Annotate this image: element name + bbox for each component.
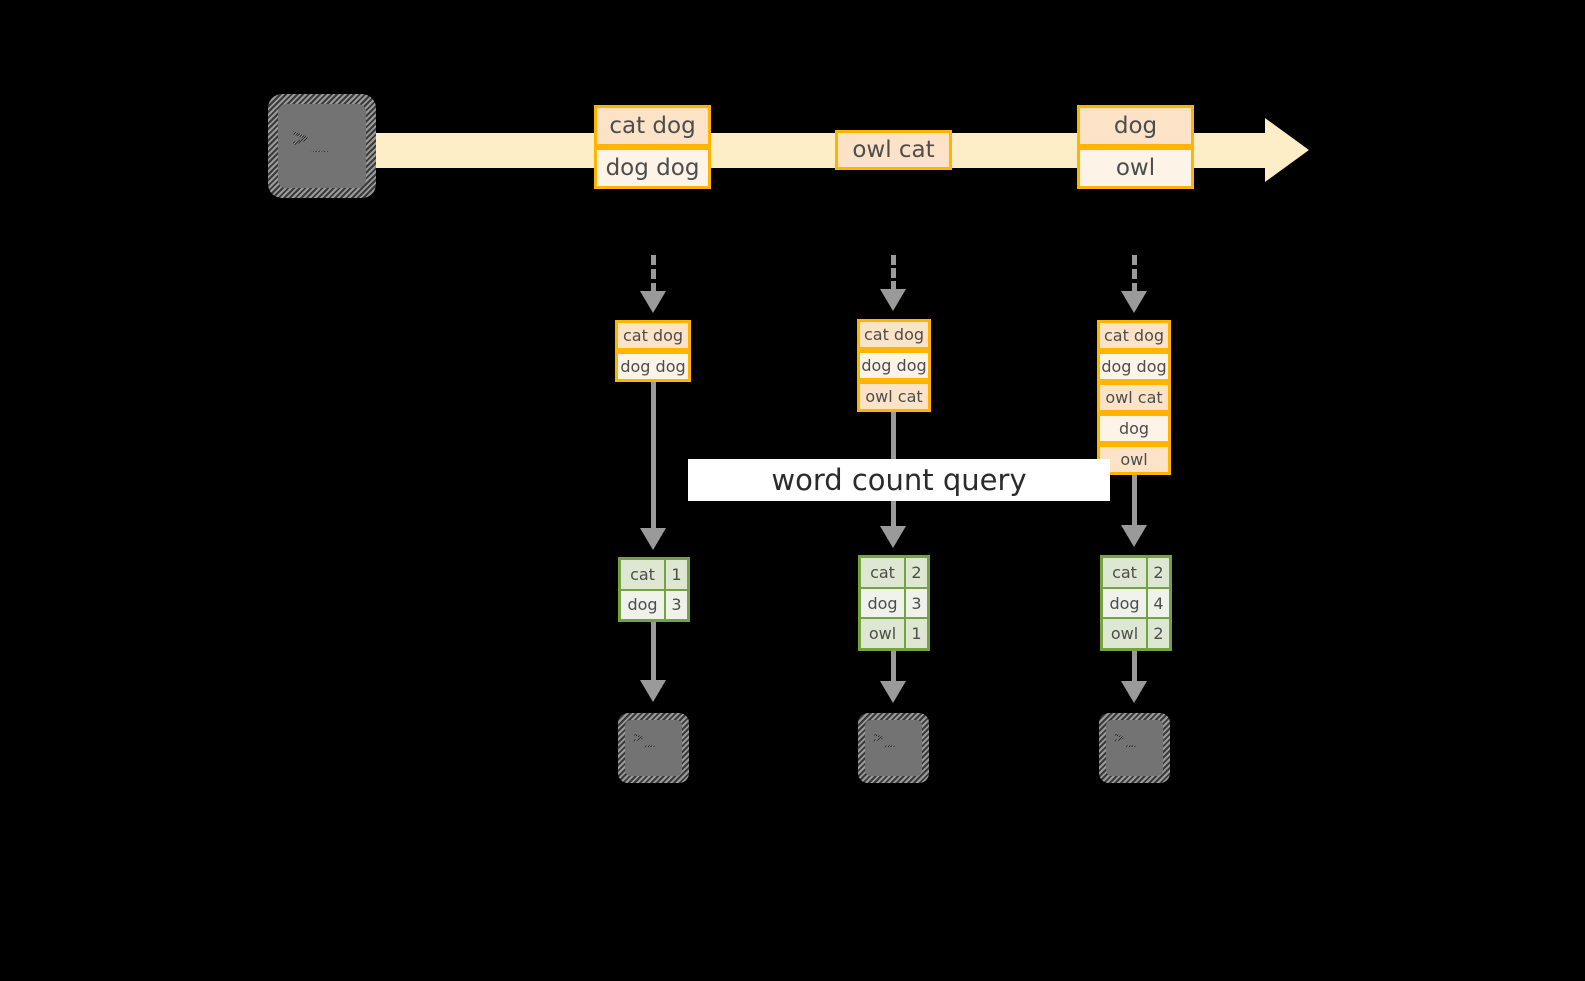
- table-cell-count: 3: [906, 588, 927, 618]
- snapshot-1-record-2: dog dog: [615, 351, 691, 382]
- query-3-arrowhead: [1121, 525, 1147, 547]
- table-row: dog 3: [861, 588, 927, 620]
- word-count-result-2: cat 2 dog 3 owl 1: [858, 555, 930, 651]
- stream-record-1-1: cat dog: [594, 105, 711, 147]
- terminal-screen: >_: [865, 720, 922, 776]
- table-row: dog 3: [621, 590, 687, 619]
- word-count-result-1: cat 1 dog 3: [618, 557, 690, 622]
- snapshot-3-record-1: cat dog: [1097, 320, 1171, 351]
- snapshot-2-arrowhead: [880, 289, 906, 311]
- table-row: cat 2: [1103, 558, 1169, 589]
- table-row: cat 1: [621, 560, 687, 591]
- query-2-arrowhead: [880, 526, 906, 548]
- snapshot-2-record-1: cat dog: [857, 319, 931, 350]
- table-row: owl 2: [1103, 619, 1169, 649]
- terminal-prompt-glyph: >_: [633, 728, 656, 748]
- terminal-prompt-glyph: >_: [873, 728, 896, 748]
- snapshot-3-record-3: owl cat: [1097, 382, 1171, 413]
- snapshot-1-arrowhead: [640, 291, 666, 313]
- event-stream-arrowhead: [1265, 118, 1309, 182]
- table-cell-word: dog: [621, 590, 666, 619]
- snapshot-3-dashed-shaft: [1132, 255, 1137, 293]
- terminal-prompt-glyph: >_: [292, 121, 330, 154]
- query-1-shaft: [651, 382, 656, 530]
- table-cell-word: dog: [1103, 588, 1148, 618]
- query-3-shaft: [1132, 475, 1137, 530]
- sink-1-shaft: [651, 622, 656, 682]
- table-cell-count: 4: [1148, 588, 1169, 618]
- sink-2-arrowhead: [880, 681, 906, 703]
- table-cell-word: cat: [1103, 558, 1148, 587]
- table-cell-count: 1: [666, 560, 687, 589]
- table-cell-word: owl: [861, 619, 906, 649]
- word-count-result-3: cat 2 dog 4 owl 2: [1100, 555, 1172, 651]
- table-row: owl 1: [861, 619, 927, 649]
- stream-record-2-1: owl cat: [835, 130, 952, 170]
- stream-record-3-1: dog: [1077, 105, 1194, 147]
- sink-2-shaft: [891, 651, 896, 683]
- snapshot-3-record-2: dog dog: [1097, 351, 1171, 382]
- terminal-screen: >_: [1106, 720, 1163, 776]
- table-row: cat 2: [861, 558, 927, 589]
- source-terminal-icon: >_: [268, 94, 376, 198]
- table-cell-count: 2: [1148, 619, 1169, 649]
- snapshot-3-record-4: dog: [1097, 413, 1171, 444]
- table-cell-word: cat: [621, 560, 666, 589]
- table-cell-word: dog: [861, 588, 906, 618]
- terminal-screen: >_: [625, 720, 682, 776]
- query-label-text: word count query: [771, 463, 1027, 497]
- sink-3-arrowhead: [1121, 681, 1147, 703]
- sink-1-arrowhead: [640, 680, 666, 702]
- table-row: dog 4: [1103, 588, 1169, 620]
- snapshot-1-record-1: cat dog: [615, 320, 691, 351]
- sink-terminal-icon-3: >_: [1099, 713, 1170, 783]
- query-label-band: word count query: [688, 459, 1110, 501]
- table-cell-count: 2: [1148, 558, 1169, 587]
- query-1-arrowhead: [640, 528, 666, 550]
- sink-terminal-icon-1: >_: [618, 713, 689, 783]
- table-cell-count: 3: [666, 590, 687, 619]
- terminal-prompt-glyph: >_: [1114, 728, 1137, 748]
- snapshot-1-dashed-shaft: [651, 255, 656, 293]
- table-cell-count: 2: [906, 558, 927, 587]
- snapshot-2-record-3: owl cat: [857, 381, 931, 412]
- sink-terminal-icon-2: >_: [858, 713, 929, 783]
- snapshot-3-arrowhead: [1121, 291, 1147, 313]
- table-cell-word: cat: [861, 558, 906, 587]
- terminal-screen: >_: [278, 104, 366, 188]
- table-cell-word: owl: [1103, 619, 1148, 649]
- snapshot-2-record-2: dog dog: [857, 350, 931, 381]
- table-cell-count: 1: [906, 619, 927, 649]
- snapshot-2-dashed-shaft: [891, 255, 896, 291]
- sink-3-shaft: [1132, 651, 1137, 683]
- stream-record-1-2: dog dog: [594, 147, 711, 189]
- stream-record-3-2: owl: [1077, 147, 1194, 189]
